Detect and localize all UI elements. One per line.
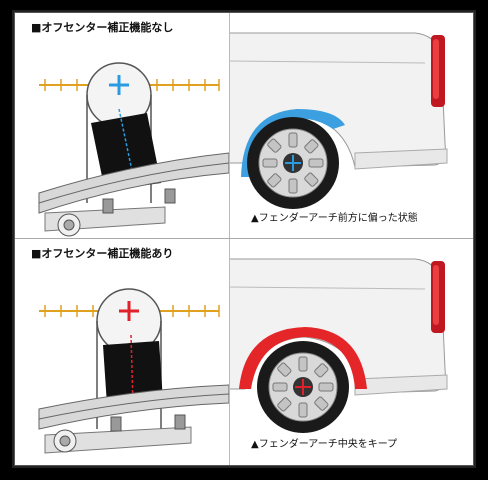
- leaf-spring: [38, 384, 229, 430]
- leaf-spring-diagram-top: ■オフセンター補正機能なし: [15, 13, 230, 239]
- caption-without-correction: ▲フェンダーアーチ前方に偏った状態: [251, 213, 418, 224]
- wheel-spokes: [262, 132, 324, 194]
- van-illustration-bottom: [228, 258, 473, 465]
- leaf-spring: [38, 152, 229, 214]
- wheel-spokes: [272, 356, 334, 418]
- panel-with-correction: ■オフセンター補正機能あり ▲フェンダーアーチ中央をキープ: [15, 239, 473, 465]
- fender-arch: [239, 327, 367, 389]
- van-illustration-top: [228, 32, 473, 239]
- caption-with-correction: ▲フェンダーアーチ中央をキープ: [251, 439, 398, 450]
- heading-without-correction: ■オフセンター補正機能なし: [31, 21, 174, 34]
- heading-with-correction: ■オフセンター補正機能あり: [31, 247, 174, 260]
- panel-without-correction: ■オフセンター補正機能なし ▲フェンダーアーチ前方に偏った状態: [15, 13, 473, 239]
- divider: [15, 238, 473, 239]
- illustration-frame: ■オフセンター補正機能なし ▲フェンダーアーチ前方に偏った状態: [14, 12, 474, 466]
- leaf-spring-diagram-bottom: ■オフセンター補正機能あり: [15, 239, 230, 465]
- spacer-block: [103, 341, 163, 405]
